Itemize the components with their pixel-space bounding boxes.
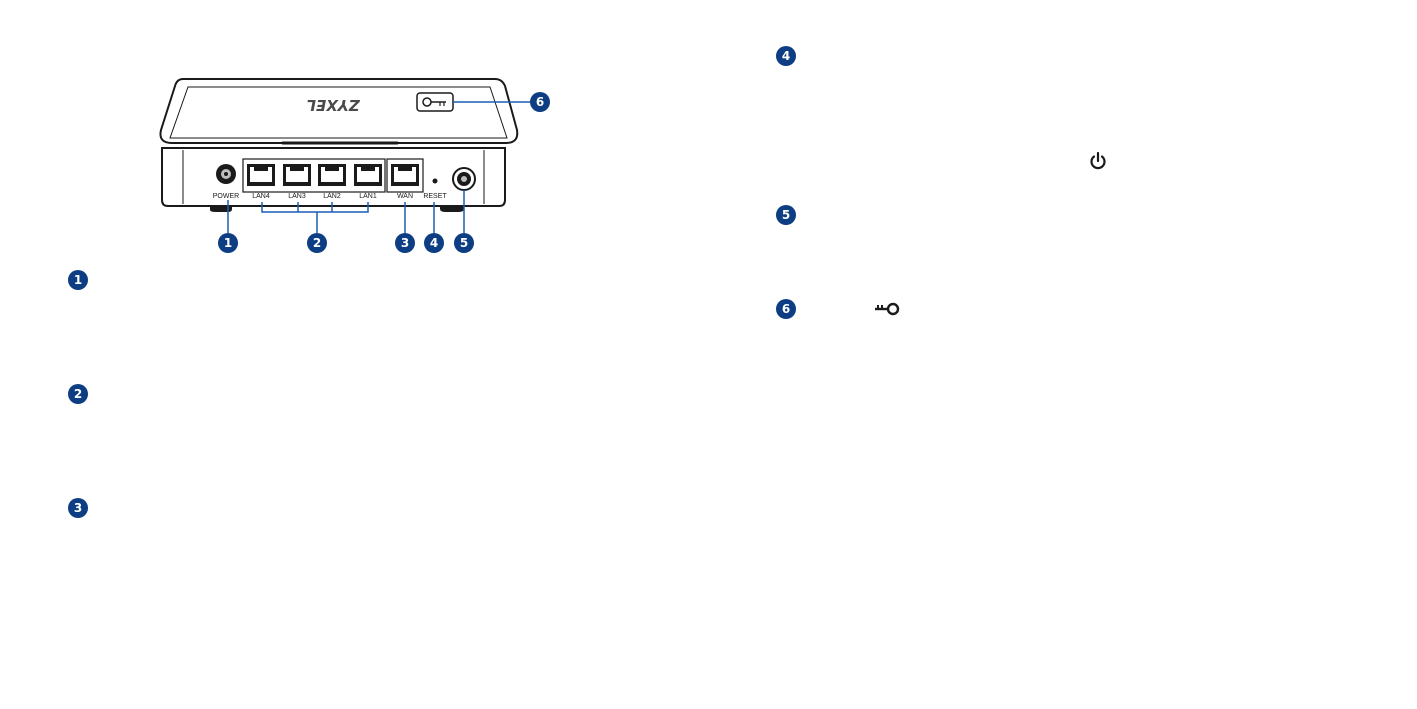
port-label-power: POWER xyxy=(213,193,239,200)
brand-logo: ZYXEL xyxy=(306,96,360,114)
port-label-lan1: LAN1 xyxy=(359,193,377,200)
reset-pinhole xyxy=(432,178,438,184)
port-label-lan2: LAN2 xyxy=(323,193,341,200)
section-marker-4: 4 xyxy=(776,46,796,66)
section-marker-1: 1 xyxy=(68,270,88,290)
diagram-callout-5: 5 xyxy=(454,233,474,253)
router-rear-panel-diagram: ZYXEL POWER xyxy=(159,78,530,233)
power-icon xyxy=(1090,151,1106,170)
lan4-port xyxy=(247,164,275,186)
port-label-wan: WAN xyxy=(397,193,413,200)
diagram-callout-6: 6 xyxy=(530,92,550,112)
port-label-lan4: LAN4 xyxy=(252,193,270,200)
port-label-reset: RESET xyxy=(423,193,447,200)
section-marker-5: 5 xyxy=(776,205,796,225)
power-jack xyxy=(216,164,236,184)
lan3-port xyxy=(283,164,311,186)
lan2-port xyxy=(318,164,346,186)
antenna-connector xyxy=(452,167,476,191)
wps-key-button-graphic xyxy=(416,92,454,112)
section-marker-3: 3 xyxy=(68,498,88,518)
lan1-port xyxy=(354,164,382,186)
diagram-callout-2: 2 xyxy=(307,233,327,253)
wan-port xyxy=(391,164,419,186)
port-label-lan3: LAN3 xyxy=(288,193,306,200)
key-icon xyxy=(875,302,900,316)
leader-lines xyxy=(227,101,530,233)
section-marker-2: 2 xyxy=(68,384,88,404)
diagram-callout-4: 4 xyxy=(424,233,444,253)
diagram-callout-1: 1 xyxy=(218,233,238,253)
diagram-callout-3: 3 xyxy=(395,233,415,253)
section-marker-6: 6 xyxy=(776,299,796,319)
